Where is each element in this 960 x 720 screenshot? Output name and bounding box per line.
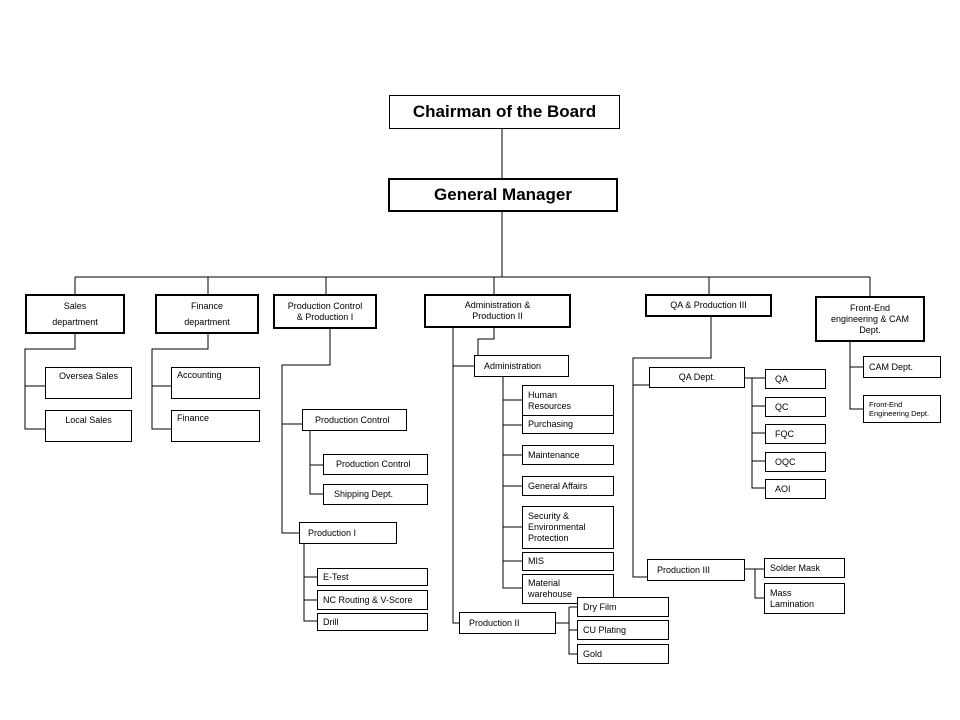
production-2-box: Production II [459, 612, 556, 634]
local-sales-box: Local Sales [45, 410, 132, 442]
node-label: Gold [583, 648, 603, 659]
connector [568, 607, 577, 655]
node-label: AOI [775, 483, 791, 494]
node-label: Drill [323, 616, 339, 627]
node-label: Production Control & Production I [287, 300, 363, 322]
node-label: Sales department [52, 301, 98, 327]
connector [309, 431, 323, 495]
maintenance-box: Maintenance [522, 445, 614, 465]
node-label: QA [775, 373, 789, 384]
security-environmental-box: Security & Environmental Protection [522, 506, 614, 549]
human-resources-box: Human Resources [522, 385, 614, 416]
aoi-box: AOI [765, 479, 826, 499]
node-label: Production Control [315, 414, 390, 425]
node-label: Production II [469, 617, 520, 628]
solder-mask-box: Solder Mask [764, 558, 845, 578]
oversea-sales-box: Oversea Sales [45, 367, 132, 399]
node-label: CAM Dept. [869, 361, 914, 372]
accounting-box: Accounting [171, 367, 260, 399]
node-label: Purchasing [528, 419, 574, 429]
node-label: FQC [775, 428, 794, 439]
production-1-box: Production I [299, 522, 397, 544]
administration-production-2-box: Administration & Production II [424, 294, 571, 328]
connector [24, 333, 76, 430]
shipping-dept-box: Shipping Dept. [323, 484, 428, 505]
connector [452, 318, 459, 624]
connector [151, 333, 209, 430]
node-label: OQC [775, 456, 796, 467]
connector [632, 316, 712, 578]
node-label: Material warehouse [528, 578, 573, 599]
cam-dept-box: CAM Dept. [863, 356, 941, 378]
node-label: CU Plating [583, 624, 627, 635]
connector [303, 544, 317, 622]
drill-box: Drill [317, 613, 428, 631]
connector [477, 328, 495, 355]
node-label: General Manager [434, 185, 572, 204]
qa-dept-box: QA Dept. [649, 367, 745, 388]
finance-box: Finance [171, 410, 260, 442]
general-affairs-box: General Affairs [522, 476, 614, 496]
node-label: Finance [177, 413, 210, 423]
oqc-box: OQC [765, 452, 826, 472]
general-manager-box: General Manager [388, 178, 618, 212]
node-label: Security & Environmental Protection [528, 511, 586, 543]
node-label: NC Routing & V-Score [323, 594, 413, 605]
node-label: MIS [528, 556, 545, 566]
production-control-sub-box: Production Control [323, 454, 428, 475]
node-label: Solder Mask [770, 562, 821, 573]
node-label: Accounting [177, 370, 222, 380]
production-control-box: Production Control [302, 409, 407, 431]
mis-box: MIS [522, 552, 614, 571]
node-label: Shipping Dept. [334, 489, 394, 499]
node-label: Oversea Sales [58, 371, 119, 381]
connector [751, 378, 765, 489]
nc-routing-box: NC Routing & V-Score [317, 590, 428, 610]
finance-department-box: Finance department [155, 294, 259, 334]
node-label: E-Test [323, 571, 349, 582]
fqc-box: FQC [765, 424, 826, 444]
dry-film-box: Dry Film [577, 597, 669, 617]
connector [754, 569, 764, 599]
node-label: QA Dept. [678, 372, 716, 382]
node-label: Administration & Production II [464, 300, 531, 321]
node-label: QC [775, 401, 789, 412]
node-label: Dry Film [583, 601, 617, 612]
gold-box: Gold [577, 644, 669, 664]
qa-box: QA [765, 369, 826, 389]
cu-plating-box: CU Plating [577, 620, 669, 640]
node-label: Production III [657, 564, 711, 575]
node-label: Local Sales [65, 415, 112, 425]
node-label: Chairman of the Board [412, 102, 597, 121]
qc-box: QC [765, 397, 826, 417]
frontend-engineering-cam-box: Front-End engineering & CAM Dept. [815, 296, 925, 342]
node-label: Mass Lamination [770, 587, 815, 609]
node-label: Administration [484, 360, 542, 371]
node-label: Human Resources [528, 389, 572, 411]
node-label: Maintenance [528, 449, 580, 460]
node-label: General Affairs [528, 480, 588, 491]
node-label: Front-End Engineering Dept. [869, 400, 930, 418]
production-control-production-1-box: Production Control & Production I [273, 294, 377, 329]
chairman-box: Chairman of the Board [389, 95, 620, 129]
node-label: Production Control [336, 459, 411, 469]
production-3-box: Production III [647, 559, 745, 581]
node-label: Finance department [184, 301, 230, 327]
connector [502, 377, 522, 589]
node-label: Front-End engineering & CAM Dept. [830, 302, 910, 335]
purchasing-box: Purchasing [522, 415, 614, 434]
node-label: Production I [308, 527, 357, 538]
connector [849, 341, 863, 410]
frontend-engineering-dept-box: Front-End Engineering Dept. [863, 395, 941, 423]
node-label: QA & Production III [670, 300, 747, 310]
connector [281, 328, 331, 534]
etest-box: E-Test [317, 568, 428, 586]
sales-department-box: Sales department [25, 294, 125, 334]
mass-lamination-box: Mass Lamination [764, 583, 845, 614]
qa-production-3-box: QA & Production III [645, 294, 772, 317]
administration-box: Administration [474, 355, 569, 377]
